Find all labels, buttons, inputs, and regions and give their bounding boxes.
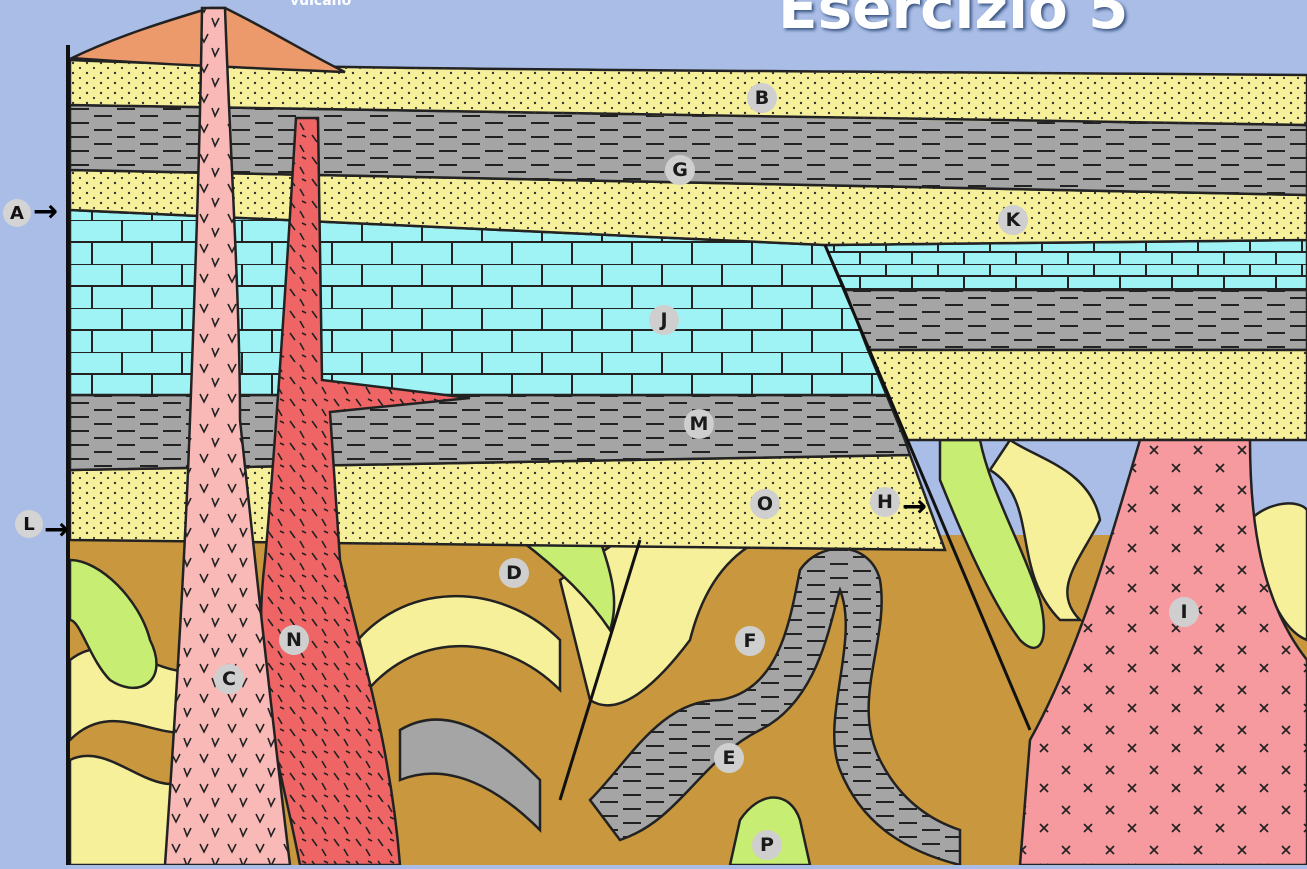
volcano-label: vulcano (290, 0, 351, 9)
arrow-L-icon: → (44, 515, 69, 545)
label-O: O (750, 489, 780, 519)
label-G: G (665, 155, 695, 185)
label-P: P (752, 830, 782, 860)
label-E: E (714, 743, 744, 773)
label-M: M (684, 409, 714, 439)
label-A: A (3, 199, 31, 227)
label-I: I (1169, 597, 1199, 627)
label-N: N (279, 625, 309, 655)
label-B: B (747, 83, 777, 113)
label-L: L (15, 510, 43, 538)
label-F: F (735, 626, 765, 656)
label-H: H (870, 487, 900, 517)
label-K: K (998, 205, 1028, 235)
arrow-A-icon: → (33, 197, 58, 227)
arrow-H-icon: → (902, 492, 927, 522)
label-C: C (214, 664, 244, 694)
slide-title: Esercizio 5 (778, 0, 1128, 42)
label-D: D (499, 558, 529, 588)
label-J: J (649, 305, 679, 335)
